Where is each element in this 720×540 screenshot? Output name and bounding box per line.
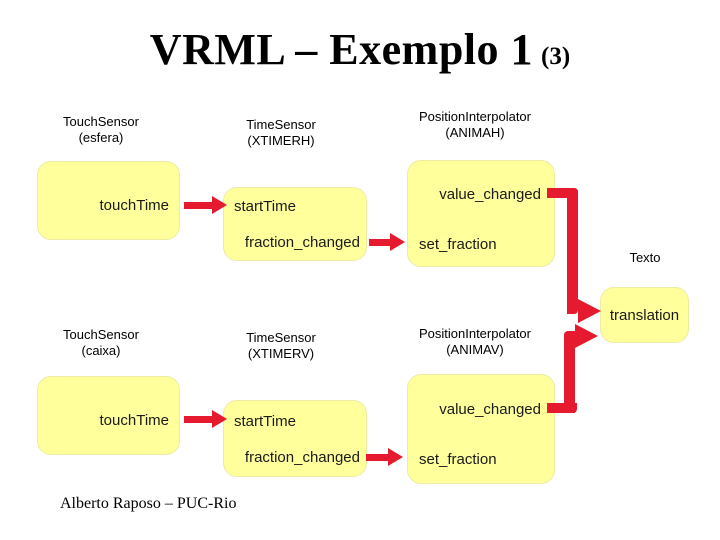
node-instance: (esfera): [78, 130, 124, 145]
label-positioninterpolator-animah: PositionInterpolator (ANIMAH): [394, 109, 556, 141]
route-arrow-fractionchanged-to-setfraction-bottom: [366, 454, 389, 461]
node-instance: (caixa): [81, 343, 121, 358]
field-touchtime: touchTime: [99, 412, 169, 429]
label-timesensor-xtimerh: TimeSensor (XTIMERH): [211, 117, 351, 149]
arrowhead-right-icon: [212, 410, 227, 428]
field-starttime: startTime: [234, 198, 296, 215]
node-type: TouchSensor: [63, 114, 139, 129]
field-translation: translation: [609, 306, 680, 324]
field-set-fraction: set_fraction: [419, 236, 497, 253]
node-instance: (ANIMAH): [445, 125, 505, 140]
slide-title-suffix: (3): [541, 43, 571, 70]
node-box-positioninterpolator-animah: value_changed set_fraction: [407, 160, 555, 267]
arrowhead-right-icon: [575, 324, 598, 348]
node-box-timesensor-xtimerh: startTime fraction_changed: [223, 187, 367, 261]
route-connector-animah-valuechanged-h: [547, 188, 578, 198]
label-touchsensor-caixa: TouchSensor (caixa): [31, 327, 171, 359]
node-type: TouchSensor: [63, 327, 139, 342]
label-positioninterpolator-animav: PositionInterpolator (ANIMAV): [394, 326, 556, 358]
node-instance: (ANIMAV): [446, 342, 504, 357]
label-timesensor-xtimerv: TimeSensor (XTIMERV): [211, 330, 351, 362]
node-box-touchsensor-esfera: touchTime: [37, 161, 180, 240]
route-connector-animav-valuechanged-v: [564, 331, 575, 413]
node-box-touchsensor-caixa: touchTime: [37, 376, 180, 455]
node-type: TimeSensor: [246, 330, 316, 345]
node-type: PositionInterpolator: [418, 109, 531, 124]
node-instance: (XTIMERV): [247, 346, 315, 361]
field-value-changed: value_changed: [439, 186, 541, 203]
route-connector-animah-valuechanged-v: [567, 188, 578, 314]
node-box-timesensor-xtimerv: startTime fraction_changed: [223, 400, 367, 477]
slide-title-main: VRML – Exemplo 1: [149, 25, 534, 74]
node-box-positioninterpolator-animav: value_changed set_fraction: [407, 374, 555, 484]
node-box-texto: translation: [600, 287, 689, 343]
slide-title: VRML – Exemplo 1 (3): [0, 24, 720, 75]
node-instance: (XTIMERH): [247, 133, 315, 148]
arrowhead-right-icon: [390, 233, 405, 251]
node-type: PositionInterpolator: [418, 326, 531, 341]
field-starttime: startTime: [234, 413, 296, 430]
label-touchsensor-esfera: TouchSensor (esfera): [31, 114, 171, 146]
route-arrow-touchtime-to-starttime-top: [184, 202, 213, 209]
field-set-fraction: set_fraction: [419, 451, 497, 468]
route-arrow-fractionchanged-to-setfraction-top: [369, 239, 391, 246]
node-type: TimeSensor: [246, 117, 316, 132]
field-fraction-changed: fraction_changed: [244, 449, 360, 466]
arrowhead-right-icon: [388, 448, 403, 466]
route-arrow-touchtime-to-starttime-bottom: [184, 416, 213, 423]
route-connector-animav-valuechanged-h: [547, 403, 577, 413]
node-type: Texto: [629, 250, 661, 265]
label-texto: Texto: [601, 250, 689, 266]
field-fraction-changed: fraction_changed: [244, 234, 360, 251]
footer-credit: Alberto Raposo – PUC-Rio: [60, 495, 237, 512]
field-value-changed: value_changed: [439, 401, 541, 418]
arrowhead-right-icon: [212, 196, 227, 214]
field-touchtime: touchTime: [99, 197, 169, 214]
arrowhead-right-icon: [578, 299, 601, 323]
